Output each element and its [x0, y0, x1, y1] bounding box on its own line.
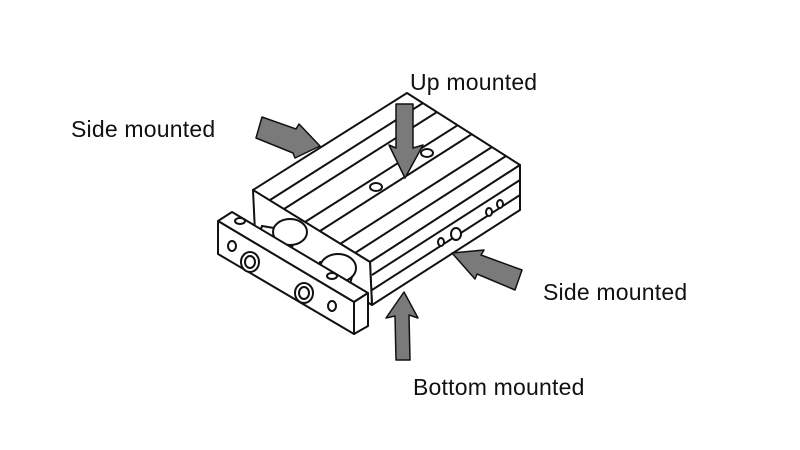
side-hole	[485, 207, 493, 217]
label-side-mounted-left: Side mounted	[71, 116, 216, 142]
top-hole	[420, 148, 434, 158]
top-hole	[369, 182, 383, 192]
arrow-bottom-mounted	[385, 291, 419, 361]
label-up-mounted: Up mounted	[410, 69, 538, 95]
cylinder-body	[252, 92, 521, 306]
side-hole	[437, 237, 445, 247]
plate-hole	[234, 217, 246, 225]
label-side-mounted-right: Side mounted	[543, 279, 688, 305]
arrow-side-mounted-left	[255, 116, 321, 159]
arrow-up-mounted	[388, 103, 424, 179]
plate-hole	[326, 272, 338, 280]
arrow-side-mounted-right	[451, 249, 523, 291]
plate-hole	[327, 300, 337, 312]
plate-hole	[227, 240, 237, 252]
side-hole	[496, 199, 504, 209]
plate-front-face	[217, 220, 355, 335]
label-bottom-mounted: Bottom mounted	[413, 374, 585, 400]
side-hole	[450, 227, 462, 241]
end-plate	[217, 211, 369, 335]
